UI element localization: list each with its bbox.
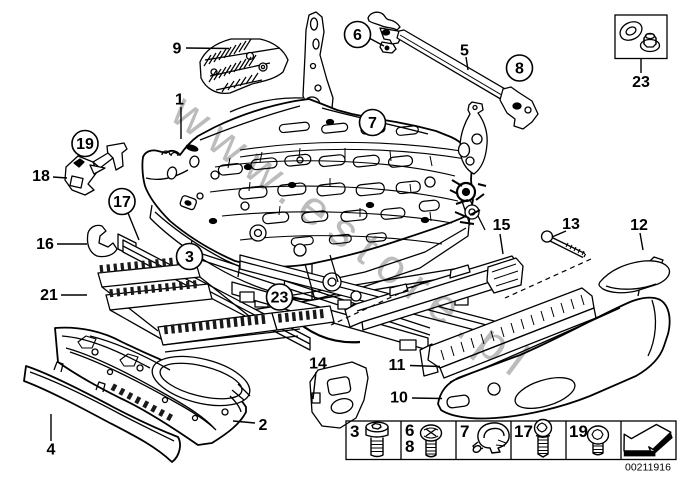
svg-text:17: 17 xyxy=(113,194,131,211)
svg-text:00211916: 00211916 xyxy=(625,462,671,474)
svg-text:11: 11 xyxy=(389,357,406,374)
svg-text:10: 10 xyxy=(390,390,408,407)
svg-text:6: 6 xyxy=(405,421,414,440)
svg-text:2: 2 xyxy=(259,417,268,434)
svg-text:9: 9 xyxy=(173,41,182,58)
svg-text:5: 5 xyxy=(460,43,469,60)
svg-text:8: 8 xyxy=(515,61,524,78)
svg-text:3: 3 xyxy=(350,422,359,441)
svg-text:14: 14 xyxy=(309,356,327,373)
svg-text:13: 13 xyxy=(562,216,580,233)
svg-text:12: 12 xyxy=(630,217,648,234)
svg-text:19: 19 xyxy=(76,136,94,153)
svg-text:7: 7 xyxy=(460,422,469,441)
svg-text:16: 16 xyxy=(36,236,54,253)
svg-text:3: 3 xyxy=(185,249,194,266)
svg-text:1: 1 xyxy=(175,92,184,109)
svg-text:23: 23 xyxy=(632,74,650,91)
svg-text:23: 23 xyxy=(271,290,289,307)
svg-text:8: 8 xyxy=(405,437,414,456)
svg-text:7: 7 xyxy=(368,115,377,132)
svg-text:18: 18 xyxy=(32,168,50,185)
svg-text:17: 17 xyxy=(514,422,533,441)
svg-text:21: 21 xyxy=(40,287,58,304)
svg-text:6: 6 xyxy=(353,27,362,44)
svg-text:19: 19 xyxy=(569,422,588,441)
svg-text:15: 15 xyxy=(493,217,511,234)
svg-text:4: 4 xyxy=(47,442,56,459)
